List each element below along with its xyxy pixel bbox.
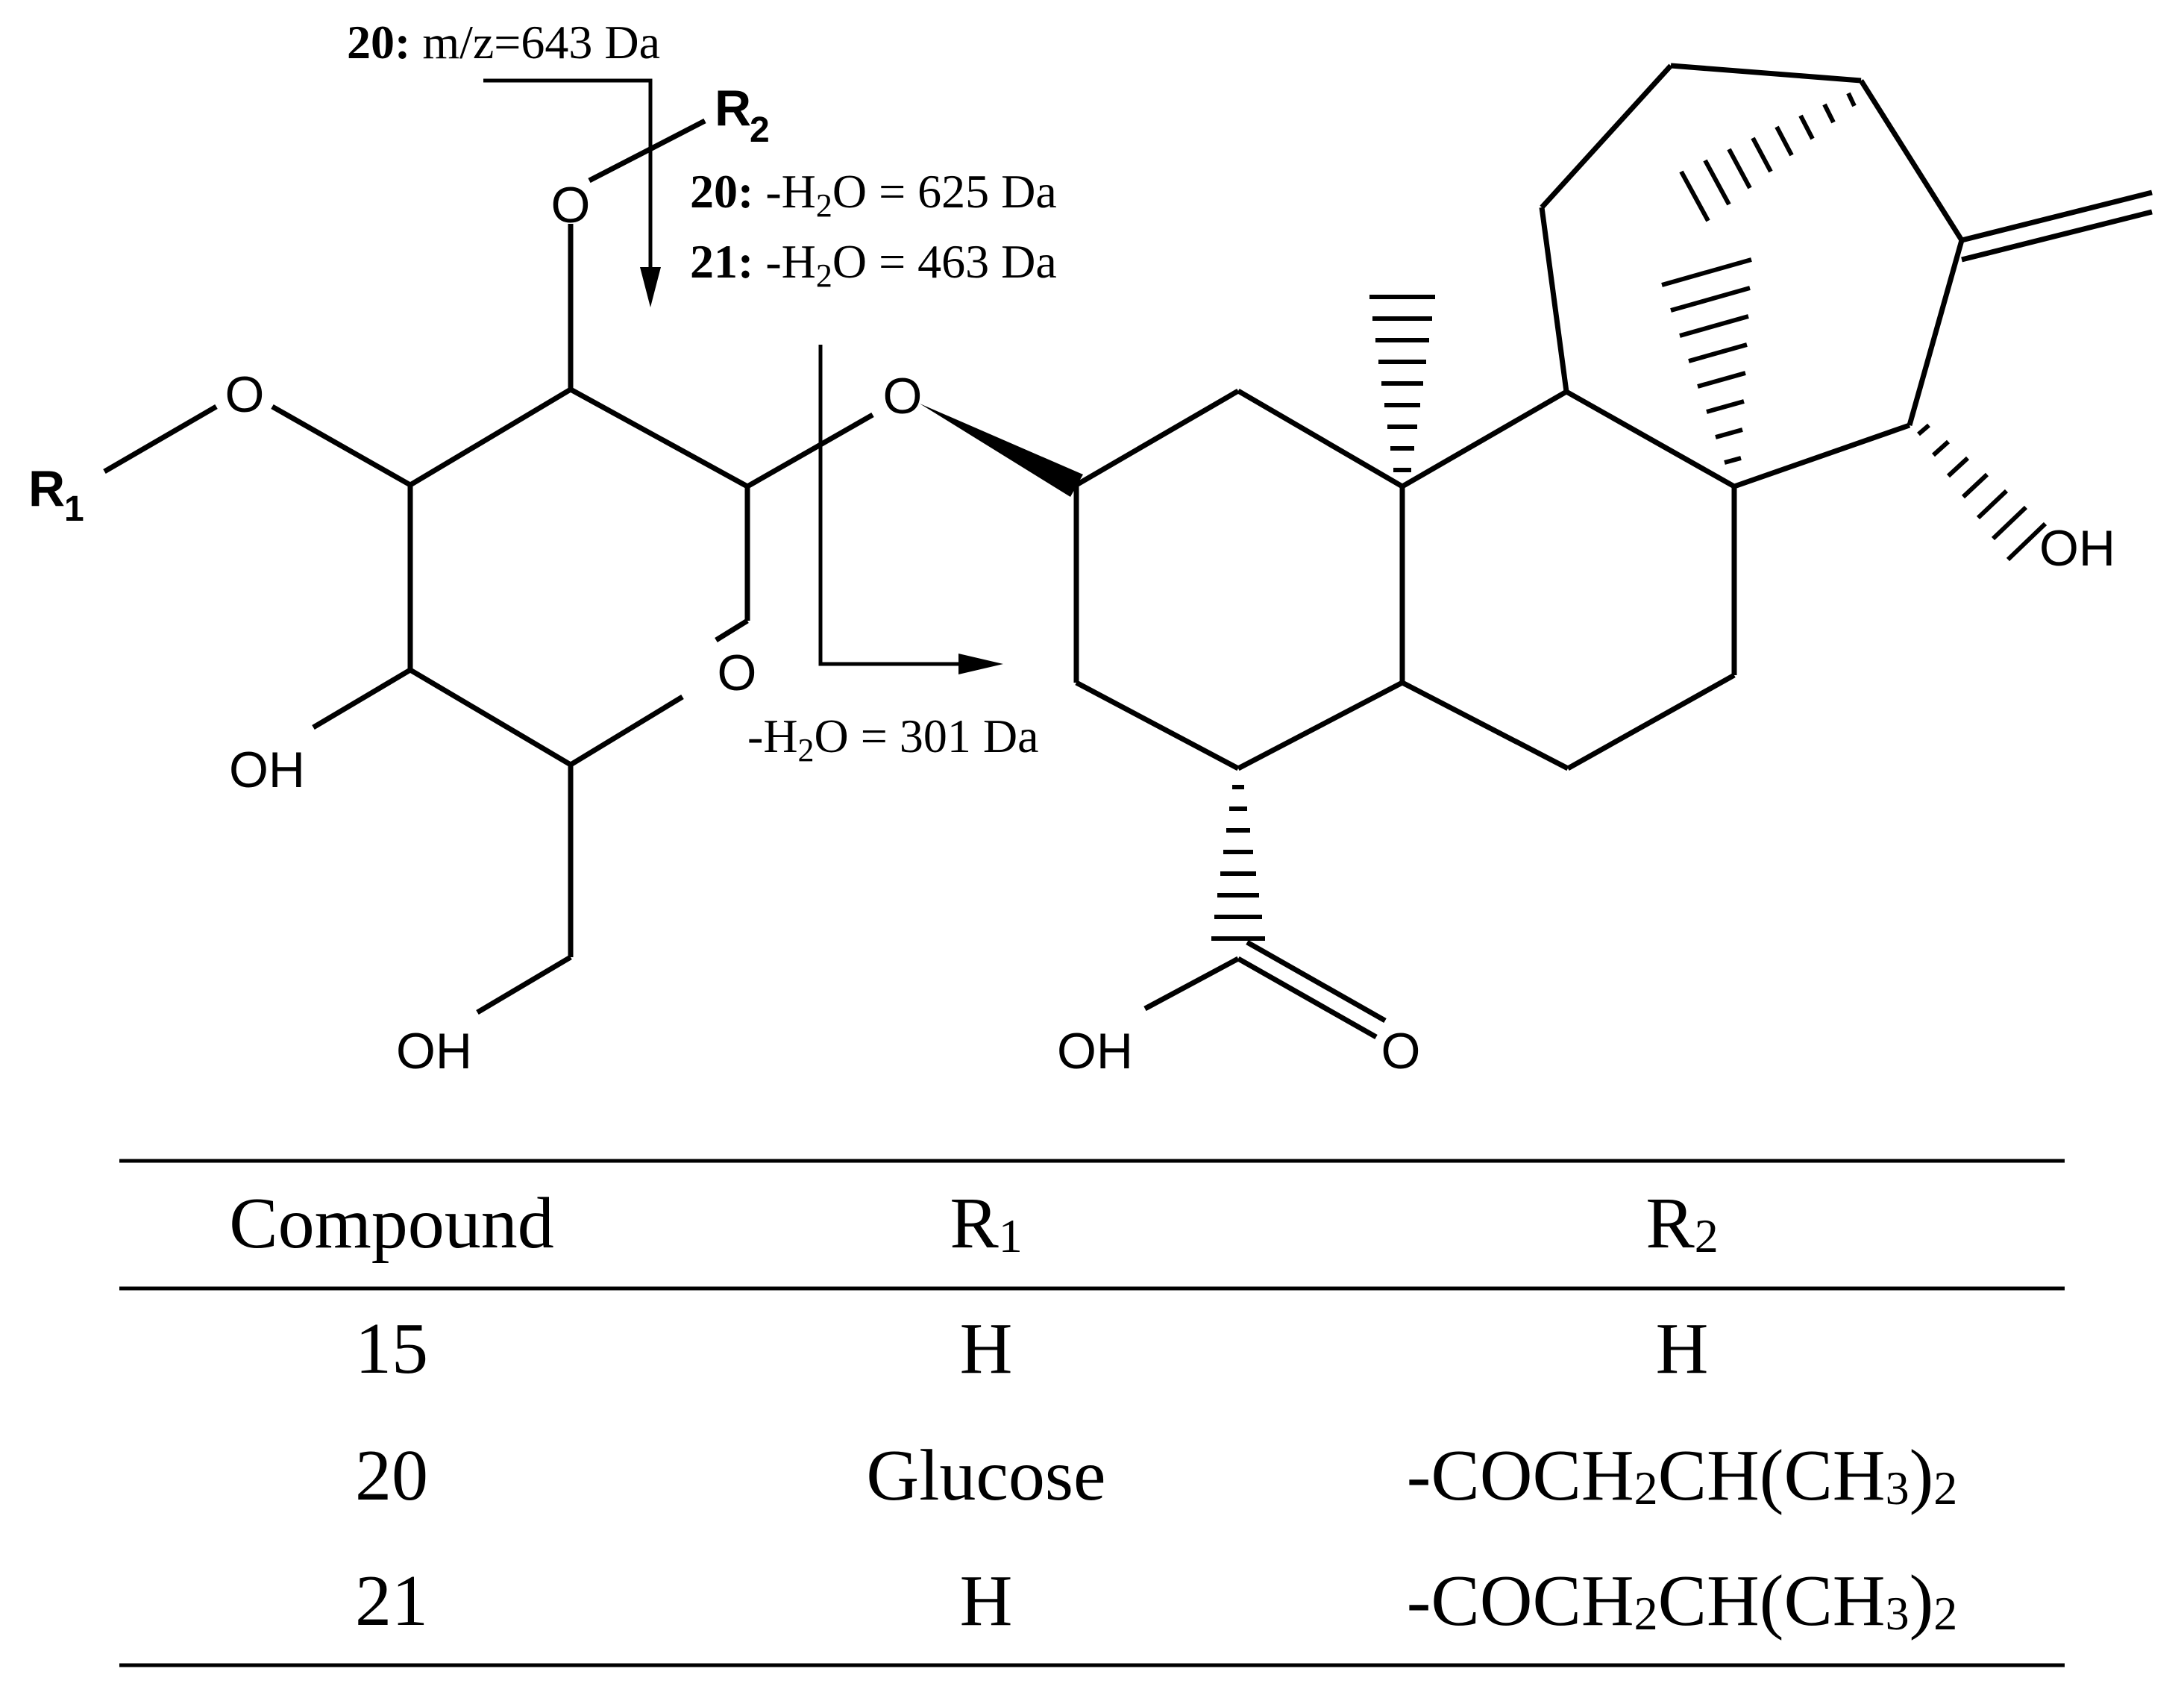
atom-oh-sugar-c4: OH xyxy=(229,742,305,798)
atom-o-carbonyl: O xyxy=(1381,1023,1421,1080)
table-header-compound: Compound xyxy=(229,1183,554,1264)
table-cell-compound: 15 xyxy=(355,1309,428,1389)
atom-oh-sugar-c6: OH xyxy=(396,1023,472,1080)
table-cell-r2: -COCH2CH(CH3)2 xyxy=(1407,1561,1957,1641)
table-cell-r1: H xyxy=(960,1309,1013,1389)
hashed-bridge-upper xyxy=(1679,92,1857,222)
fragment-arrow-aglycone xyxy=(818,345,1003,674)
hashed-oh xyxy=(1917,423,2048,562)
substituent-r2: R 2 xyxy=(715,80,770,150)
table-row: 15 H H xyxy=(355,1309,1708,1389)
sugar-ring xyxy=(103,118,874,1015)
svg-text:R: R xyxy=(28,460,65,517)
fragment-arrow-r2 xyxy=(483,78,661,307)
substituent-r1: R 1 xyxy=(28,460,84,529)
table-cell-r1: H xyxy=(960,1561,1013,1641)
svg-text:2: 2 xyxy=(750,110,770,150)
table-row: 21 H -COCH2CH(CH3)2 xyxy=(355,1561,1957,1641)
atom-o-glycosidic: O xyxy=(883,368,923,425)
hashed-methyl xyxy=(1369,295,1435,472)
table-cell-r1: Glucose xyxy=(866,1435,1105,1516)
annotation-frag-aglycone: -H2O = 301 Da xyxy=(747,709,1038,768)
svg-text:1: 1 xyxy=(64,489,84,529)
annotation-frag-20-water: 20: -H2O = 625 Da xyxy=(690,165,1057,224)
hashed-bonds xyxy=(1211,92,2048,941)
table-row: 20 Glucose -COCH2CH(CH3)2 xyxy=(355,1435,1957,1516)
hashed-bridge-lower xyxy=(1661,257,1752,465)
atom-oh-ring: OH xyxy=(2039,520,2115,577)
atom-o-r2: O xyxy=(551,177,591,234)
aglycone-skeleton xyxy=(920,63,2153,1040)
table-cell-r2: H xyxy=(1656,1309,1709,1389)
table-header-r2: R2 xyxy=(1645,1183,1718,1264)
wedge-bond xyxy=(920,404,1083,497)
table-cell-r2: -COCH2CH(CH3)2 xyxy=(1407,1435,1957,1516)
annotation-frag-21-water: 21: -H2O = 463 Da xyxy=(690,235,1057,294)
table-cell-compound: 20 xyxy=(355,1435,428,1516)
table-cell-compound: 21 xyxy=(355,1561,428,1641)
atom-o-ring: O xyxy=(718,645,757,701)
svg-text:R: R xyxy=(715,80,751,137)
compound-table: Compound R1 R2 15 H H 20 Glucose -COCH2C… xyxy=(119,1159,2065,1667)
table-header-r1: R1 xyxy=(950,1183,1022,1264)
annotation-frag-20-parent: 20: m/z=643 Da xyxy=(347,16,660,69)
hashed-carboxyl xyxy=(1211,785,1265,941)
atom-oh-acid: OH xyxy=(1057,1023,1133,1080)
atom-o-r1: O xyxy=(225,366,265,423)
